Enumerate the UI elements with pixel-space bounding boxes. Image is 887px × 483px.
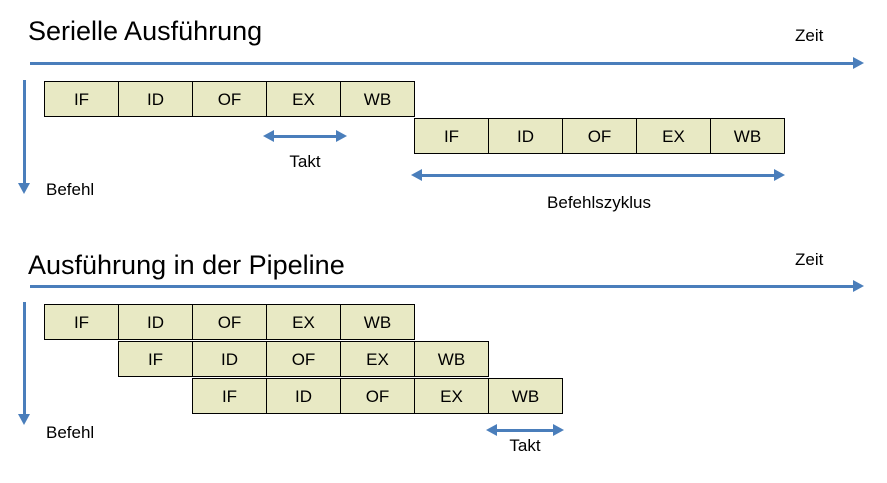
pipeline-time-axis-label: Zeit [795,250,824,269]
pipeline-instruction-row-1: IF ID OF EX WB [44,304,415,340]
pipeline-instruction-axis-label: Befehl [46,423,95,442]
stage-box-of: OF [192,81,267,117]
stage-box-of: OF [340,378,415,414]
pipeline-instruction-row-2: IF ID OF EX WB [118,341,489,377]
stage-box-wb: WB [340,304,415,340]
stage-box-of: OF [562,118,637,154]
serial-clock-arrow-head-right [336,130,347,142]
pipeline-section-title: Ausführung in der Pipeline [28,250,345,280]
stage-box-id: ID [266,378,341,414]
pipeline-time-axis-arrow-head [853,280,864,292]
stage-box-ex: EX [266,304,341,340]
serial-time-axis-label: Zeit [795,26,824,45]
stage-box-if: IF [192,378,267,414]
pipeline-instruction-row-3: IF ID OF EX WB [192,378,563,414]
stage-box-ex: EX [414,378,489,414]
stage-box-ex: EX [340,341,415,377]
serial-instruction-axis-arrow-head [18,183,30,194]
pipeline-instruction-axis-arrow-head [18,414,30,425]
serial-time-axis-arrow-head [853,57,864,69]
serial-instruction-row-1: IF ID OF EX WB [44,81,415,117]
stage-box-ex: EX [636,118,711,154]
serial-time-axis-arrow-line [30,62,855,65]
serial-cycle-label: Befehlszyklus [547,193,651,212]
pipeline-clock-label: Takt [509,436,541,455]
pipeline-clock-arrow-line [495,429,555,432]
serial-clock-arrow-line [272,135,338,138]
serial-cycle-arrow-line [420,174,776,177]
stage-box-of: OF [192,304,267,340]
stage-box-wb: WB [414,341,489,377]
stage-box-if: IF [44,81,119,117]
stage-box-of: OF [266,341,341,377]
stage-box-if: IF [44,304,119,340]
stage-box-wb: WB [710,118,785,154]
stage-box-if: IF [118,341,193,377]
stage-box-id: ID [192,341,267,377]
serial-instruction-axis-arrow-line [23,80,26,185]
stage-box-wb: WB [488,378,563,414]
serial-clock-label: Takt [289,152,321,171]
serial-cycle-arrow-head-right [774,169,785,181]
pipeline-clock-arrow-head-right [553,424,564,436]
stage-box-id: ID [488,118,563,154]
pipeline-execution-section: Ausführung in der Pipeline Zeit Befehl I… [0,238,887,483]
pipeline-clock-arrow-head-left [486,424,497,436]
serial-instruction-row-2: IF ID OF EX WB [414,118,785,154]
pipeline-instruction-axis-arrow-line [23,302,26,416]
stage-box-id: ID [118,81,193,117]
pipeline-time-axis-arrow-line [30,285,855,288]
stage-box-wb: WB [340,81,415,117]
serial-instruction-axis-label: Befehl [46,180,95,199]
stage-box-id: ID [118,304,193,340]
serial-execution-section: Serielle Ausführung Zeit Befehl IF ID OF… [0,0,887,240]
serial-section-title: Serielle Ausführung [28,16,263,46]
stage-box-if: IF [414,118,489,154]
stage-box-ex: EX [266,81,341,117]
serial-cycle-arrow-head-left [411,169,422,181]
serial-clock-arrow-head-left [263,130,274,142]
